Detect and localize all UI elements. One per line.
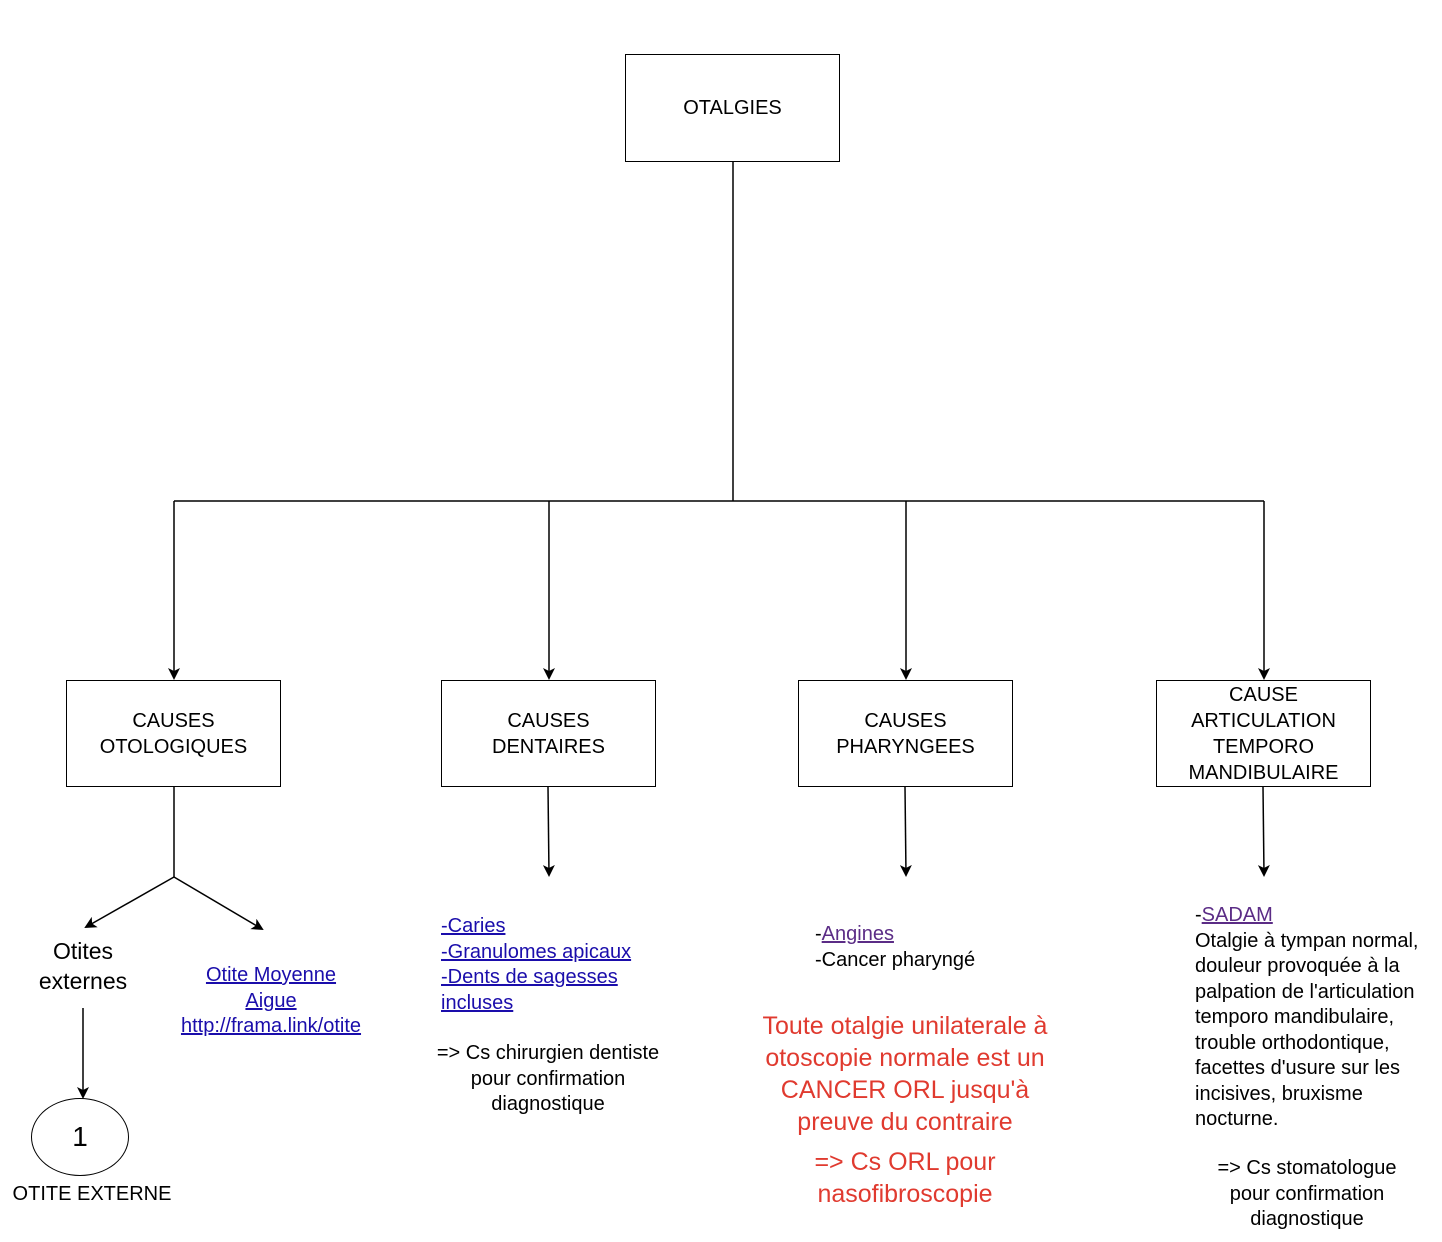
otite-externe-circle-node: 1 [31, 1098, 129, 1176]
warning-line1: Toute otalgie unilaterale à [762, 1012, 1048, 1040]
dents-sagesses-link-cont[interactable]: incluses [441, 991, 514, 1014]
otite-moyenne-link-line1[interactable]: Otite Moyenne [205, 964, 337, 986]
atm-description: -SADAM Otalgie à tympan normal, douleur … [1195, 903, 1440, 1133]
arrow-to-otite-moyenne [173, 876, 264, 931]
sadam-link[interactable]: SADAM [1201, 904, 1273, 926]
angines-item: -Angines [815, 922, 1035, 948]
atm-note-line2: pour confirmation [1229, 1182, 1385, 1205]
dentaires-note-line1: => Cs chirurgien dentiste [436, 1042, 660, 1064]
atm-desc-line8: nocturne. [1195, 1108, 1279, 1130]
arrow-to-otites-externes [84, 876, 175, 928]
warning-line2: otoscopie normale est un [765, 1044, 1045, 1072]
atm-desc-line3: palpation de l'articulation [1195, 980, 1415, 1003]
atm-line1: CAUSE [1229, 683, 1298, 706]
dentaires-line1: CAUSES [507, 709, 590, 732]
atm-line2: ARTICULATION [1191, 709, 1336, 732]
dentaires-note-line2: pour confirmation [470, 1067, 626, 1090]
pharyngees-line1: CAUSES [864, 709, 947, 732]
otites-externes-line2: externes [38, 968, 128, 994]
atm-desc-line4: temporo mandibulaire, [1195, 1006, 1394, 1028]
otologiques-line2: OTOLOGIQUES [99, 735, 248, 758]
warning-line4: preuve du contraire [797, 1108, 1013, 1136]
root-label: OTALGIES [683, 97, 782, 119]
node-causes-otologiques: CAUSES OTOLOGIQUES [66, 680, 281, 787]
otites-externes-label: Otites externes [18, 936, 148, 996]
node-cause-atm: CAUSE ARTICULATION TEMPORO MANDIBULAIRE [1156, 680, 1371, 787]
sadam-prefix: - [1195, 904, 1202, 926]
dents-sagesses-link[interactable]: -Dents de sagesses [441, 966, 618, 988]
otite-moyenne-block: Otite Moyenne Aigue http://frama.link/ot… [160, 963, 382, 1040]
atm-desc-line6: facettes d'usure sur les [1195, 1057, 1401, 1079]
atm-note-line3: diagnostique [1250, 1208, 1364, 1230]
warning-line3: CANCER ORL jusqu'à [780, 1076, 1030, 1104]
sadam-item: -SADAM [1195, 903, 1440, 929]
otite-url-link[interactable]: http://frama.link/otite [180, 1015, 362, 1037]
cancer-warning: Toute otalgie unilaterale à otoscopie no… [735, 1010, 1075, 1138]
dentaires-note-line3: diagnostique [491, 1093, 605, 1115]
atm-desc-line1: Otalgie à tympan normal, [1195, 929, 1419, 952]
dentaires-list: -Caries -Granulomes apicaux -Dents de sa… [441, 914, 681, 1016]
dentaires-line2: DENTAIRES [492, 735, 605, 758]
root-node-otalgies: OTALGIES [625, 54, 840, 162]
arrow-dentaires-down [542, 786, 555, 877]
atm-line4: MANDIBULAIRE [1188, 761, 1339, 784]
node-causes-dentaires: CAUSES DENTAIRES [441, 680, 656, 787]
arrow-pharyngees-down [899, 786, 912, 877]
orl-action-line1: => Cs ORL pour [814, 1148, 996, 1176]
circle-number: 1 [72, 1121, 88, 1152]
atm-line3: TEMPORO [1212, 735, 1315, 758]
arrow-atm-down [1257, 786, 1270, 877]
otites-externes-line1: Otites [52, 938, 114, 964]
atm-desc-line7: incisives, bruxisme [1195, 1082, 1363, 1105]
caries-link[interactable]: -Caries [441, 915, 506, 937]
cancer-pharynge-item: -Cancer pharyngé [815, 948, 976, 971]
atm-desc-line2: douleur provoquée à la [1195, 955, 1400, 977]
otologiques-line1: CAUSES [132, 709, 215, 732]
otite-moyenne-link-line2[interactable]: Aigue [245, 989, 297, 1012]
pharyngees-line2: PHARYNGEES [836, 735, 975, 758]
orl-action: => Cs ORL pour nasofibroscopie [765, 1146, 1045, 1210]
dentaires-note: => Cs chirurgien dentiste pour confirmat… [418, 1041, 678, 1118]
atm-desc-line5: trouble orthodontique, [1195, 1031, 1390, 1054]
node-causes-pharyngees: CAUSES PHARYNGEES [798, 680, 1013, 787]
angines-link[interactable]: Angines [821, 923, 894, 945]
pharyngees-list: -Angines -Cancer pharyngé [815, 922, 1035, 973]
atm-note: => Cs stomatologue pour confirmation dia… [1192, 1156, 1422, 1233]
granulomes-link[interactable]: -Granulomes apicaux [441, 940, 632, 963]
otite-externe-caption: OTITE EXTERNE [12, 1183, 172, 1205]
orl-action-line2: nasofibroscopie [817, 1180, 993, 1208]
atm-note-line1: => Cs stomatologue [1217, 1157, 1397, 1179]
angines-prefix: - [815, 923, 822, 945]
